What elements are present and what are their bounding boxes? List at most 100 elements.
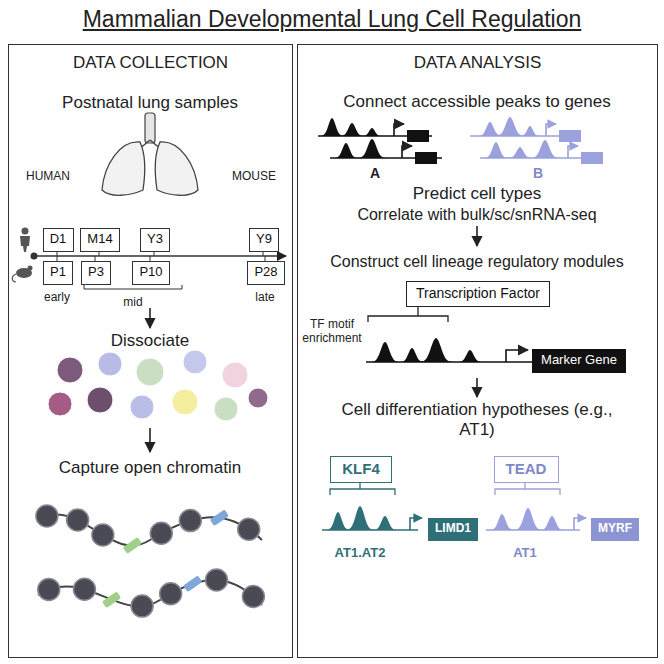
genome-track [366, 361, 536, 363]
motif-bracket [495, 481, 560, 495]
nucleosome [38, 579, 60, 601]
right-lung [155, 142, 198, 195]
human-icon-head [22, 228, 29, 235]
age-box: P28 [247, 261, 285, 285]
accessibility-peak [366, 338, 536, 362]
nucleosome [67, 509, 89, 531]
genome-track [480, 157, 588, 159]
gene-box: MYRF [591, 518, 639, 541]
nucleosome [150, 522, 172, 544]
gene-block [581, 152, 603, 164]
label-wrap: Connect accessible peaks to genes [343, 92, 610, 112]
nucleosome [242, 585, 264, 607]
label-wrap: B [533, 165, 543, 182]
label-wrap: TF motif enrichment [300, 317, 364, 346]
mouse-icon-tail [12, 274, 16, 282]
dissociated-cell [214, 397, 238, 421]
age-box: P3 [81, 261, 111, 285]
step-arrow [476, 378, 478, 397]
nucleosome [160, 583, 182, 605]
text-label: HUMAN [26, 169, 70, 183]
age-box: D1 [43, 228, 74, 252]
label-wrap: Cell differentiation hypotheses (e.g., A… [337, 400, 617, 441]
text-label: Cell differentiation hypotheses (e.g., A… [342, 400, 613, 439]
promoter-arrow [402, 146, 412, 158]
human-icon-body [20, 236, 30, 252]
nucleosome [179, 510, 201, 532]
transposase [183, 575, 202, 592]
promoter-arrow [574, 518, 586, 530]
genome-track [486, 529, 580, 531]
left-lung [102, 142, 145, 195]
box-label: Y9 [256, 232, 272, 247]
accessibility-peak [322, 506, 418, 530]
age-box: Y9 [249, 228, 279, 252]
text-label: Construct cell lineage regulatory module… [330, 253, 623, 270]
section-panel: DATA COLLECTIOND1M14Y3Y9P1P3P10P28 [8, 44, 293, 658]
label-wrap: mid [123, 295, 142, 309]
nucleosome [206, 569, 228, 591]
gene-block [407, 130, 429, 142]
section-panel: DATA ANALYSIS Transcription FactorMarker … [297, 44, 658, 658]
accessibility-peak [486, 508, 580, 530]
promoter-arrow [394, 124, 404, 136]
dissociated-cell [98, 352, 122, 376]
step-arrow [149, 428, 151, 452]
text-label: TF motif enrichment [302, 317, 361, 345]
age-box: Y3 [140, 228, 170, 252]
promoter-arrow [410, 518, 422, 530]
motif-bracket [330, 481, 395, 495]
box-label: TEAD [506, 460, 547, 477]
box-label: P28 [254, 265, 277, 280]
age-box: M14 [80, 228, 120, 252]
label-wrap: HUMAN [26, 169, 70, 183]
box-label: P10 [139, 265, 162, 280]
label-wrap: late [255, 290, 274, 304]
box-label: KLF4 [342, 460, 380, 477]
step-arrow [476, 226, 478, 246]
dissociated-cell [183, 350, 207, 374]
box-label: LIMD1 [435, 522, 471, 536]
text-label: Capture open chromatin [59, 458, 241, 477]
box-label: D1 [50, 232, 67, 247]
box-label: Marker Gene [541, 353, 617, 368]
label-wrap: Predict cell types [413, 184, 542, 204]
promoter-arrow [506, 350, 528, 362]
transposase [210, 509, 229, 526]
label-wrap: Construct cell lineage regulatory module… [330, 252, 623, 271]
gene-block [559, 130, 581, 142]
box-label: Transcription Factor [416, 285, 540, 301]
timeline-axis [34, 255, 286, 257]
box-label: M14 [87, 232, 112, 247]
label-wrap: MOUSE [232, 169, 276, 183]
trachea [145, 113, 155, 143]
age-box: P10 [132, 261, 170, 285]
dissociated-cell [222, 362, 248, 388]
label-wrap: Correlate with bulk/sc/snRNA-seq [357, 205, 596, 224]
factor-box: TEAD [494, 456, 559, 483]
mouse-icon-ear [28, 266, 33, 271]
dissociated-cell [172, 389, 198, 415]
dissociated-cell [248, 388, 268, 408]
text-label: AT1.AT2 [335, 545, 386, 560]
text-label: late [255, 290, 274, 304]
dissociated-cell [57, 357, 83, 383]
box-label: P3 [88, 265, 104, 280]
accessibility-peak [480, 140, 588, 158]
dissociated-cell [130, 395, 154, 419]
text-label: early [44, 290, 70, 304]
label-wrap: AT1 [513, 545, 537, 561]
text-label: Postnatal lung samples [62, 93, 238, 112]
text-label: Dissociate [111, 331, 189, 350]
transposase [123, 537, 142, 554]
label-wrap: early [44, 290, 70, 304]
factor-box: KLF4 [330, 456, 392, 483]
dissociated-cell [87, 387, 113, 413]
text-label: MOUSE [232, 169, 276, 183]
age-box: P1 [43, 261, 73, 285]
panel-heading: DATA ANALYSIS [298, 53, 657, 73]
text-label: Correlate with bulk/sc/snRNA-seq [357, 206, 596, 223]
dissociated-cell [48, 392, 72, 416]
box-label: Y3 [147, 232, 163, 247]
